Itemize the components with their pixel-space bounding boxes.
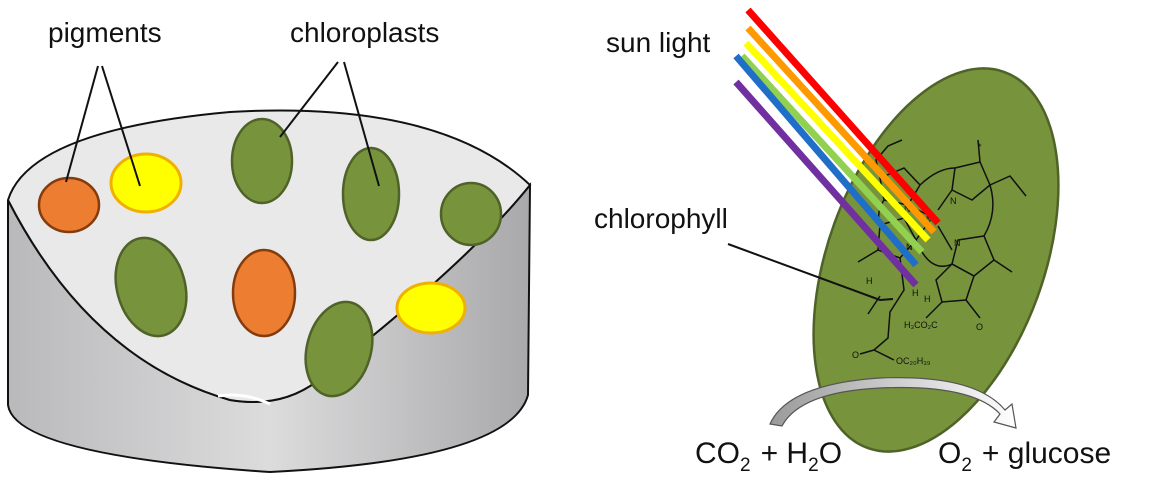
reactants: CO2+ H2O — [695, 437, 842, 476]
atom-n: N — [954, 238, 961, 248]
pointer-line-chlorophyll — [727, 243, 894, 302]
label-pigments: pigments — [48, 17, 162, 48]
label-chlorophyll: chlorophyll — [594, 203, 728, 234]
sunlight-spectrum — [733, 7, 941, 288]
atom-h: H — [924, 294, 931, 304]
chloroplast — [304, 300, 374, 398]
pointer-lines-left — [65, 61, 380, 187]
atom-n: N — [904, 204, 911, 214]
reaction-arrow — [769, 377, 1017, 429]
dish-fold — [217, 393, 271, 406]
h2o-sub: 2 — [808, 455, 819, 476]
pigment-orange — [37, 176, 101, 234]
atom-n: N — [906, 242, 913, 252]
reaction-equation: CO2+ H2O O2+ glucose — [695, 437, 1111, 476]
products: O2 + glucose — [938, 437, 1111, 476]
pigment-yellow — [109, 152, 183, 214]
stereo-star: * — [978, 142, 982, 152]
co2-sub: 2 — [740, 455, 751, 476]
o2-base: O — [938, 437, 961, 470]
beam-green — [739, 53, 925, 255]
beam-orange — [745, 25, 937, 235]
chloroplast — [114, 236, 188, 338]
atom-n: N — [950, 196, 957, 206]
beam-yellow — [743, 40, 931, 243]
h2o-o: O — [819, 437, 842, 470]
pigment-orange — [231, 248, 297, 338]
atom-o: O — [976, 322, 983, 332]
beam-violet — [733, 79, 919, 288]
atom-h: H — [866, 276, 873, 286]
label-chloroplasts: chloroplasts — [290, 17, 439, 48]
chloroplast — [230, 117, 294, 205]
atom-h: H — [912, 288, 919, 298]
chloroplast — [439, 181, 503, 247]
ester-methyl: H₃CO₂C — [904, 320, 938, 330]
o2-sub: 2 — [961, 455, 972, 476]
beam-red — [745, 7, 941, 226]
plus-h: + H — [761, 437, 809, 470]
atom-o: O — [852, 350, 859, 360]
beam-blue — [733, 53, 919, 268]
pigment-yellow — [395, 281, 467, 335]
co2-base: CO — [695, 437, 740, 470]
ester-phytyl: OC₂₀H₃₉ — [896, 356, 931, 366]
chloroplast — [341, 146, 401, 242]
label-sunlight: sun light — [606, 27, 711, 58]
plus-glucose: + glucose — [982, 437, 1111, 470]
